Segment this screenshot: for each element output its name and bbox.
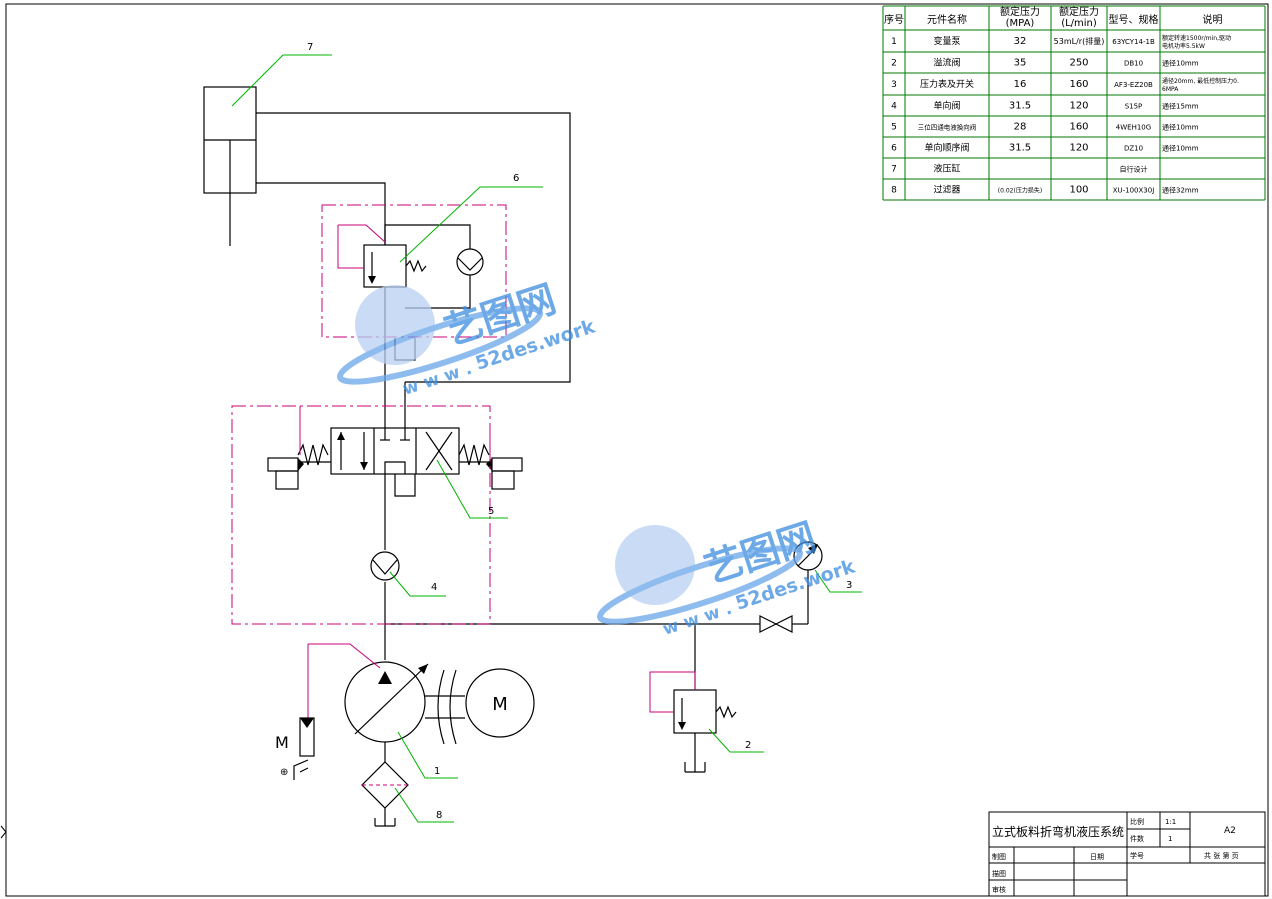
check-valve xyxy=(370,551,400,581)
traced-label: 描图 xyxy=(992,869,1006,878)
bom-cell: 三位四通电液换向阀 xyxy=(918,123,977,132)
qty-value: 1 xyxy=(1168,835,1172,843)
bom-cell: 变量泵 xyxy=(933,35,960,47)
watermark-1: 艺图网 w w w . 52des.work xyxy=(336,276,598,400)
title-block: 立式板料折弯机液压系统 比例 1:1 件数 1 A2 学号 共 张 第 页 制图… xyxy=(988,811,1266,897)
draw-no-label: 学号 xyxy=(1130,851,1144,860)
bom-cell: 1 xyxy=(891,37,897,47)
bom-cell: XU-100X30J xyxy=(1113,187,1155,195)
scale-value: 1:1 xyxy=(1165,818,1176,826)
drawn-label: 制图 xyxy=(992,852,1006,861)
motor-symbol: M ⊕ xyxy=(275,733,309,780)
bom-cell: 5 xyxy=(891,123,897,133)
bom-cell: 4WEH10G xyxy=(1116,124,1151,132)
electric-motor: M xyxy=(465,668,535,738)
bom-cell: 2 xyxy=(891,59,897,69)
bom-cell: 35 xyxy=(1014,58,1027,69)
pipe-lines xyxy=(256,112,809,826)
pressure-gauge xyxy=(759,541,823,633)
variable-pump xyxy=(299,643,465,757)
hydraulic-cylinder xyxy=(203,86,257,246)
bom-cell: S15P xyxy=(1125,103,1143,111)
callout-2: 2 xyxy=(745,740,751,751)
filter xyxy=(361,761,409,827)
bom-cell: 通径15mm xyxy=(1162,102,1199,111)
bom-cell: 3 xyxy=(891,80,897,90)
date-label: 日期 xyxy=(1090,853,1104,861)
callout-5: 5 xyxy=(488,506,494,517)
checked-label: 审核 xyxy=(992,885,1006,894)
bom-header: 额定压力(MPA) xyxy=(1000,5,1040,29)
bom-header: 型号、规格 xyxy=(1109,13,1159,26)
svg-text:⊕: ⊕ xyxy=(280,767,288,778)
callout-6: 6 xyxy=(513,173,519,184)
bom-cell: 28 xyxy=(1014,122,1027,133)
callout-7: 7 xyxy=(307,42,313,53)
bom-cell: 单向阀 xyxy=(933,100,960,112)
watermark-2: 艺图网 w w w . 52des.work xyxy=(596,514,858,640)
bom-cell: 32 xyxy=(1014,36,1027,47)
bom-header: 说明 xyxy=(1203,13,1223,26)
bom-cell: 31.5 xyxy=(1009,143,1031,154)
scale-label: 比例 xyxy=(1130,817,1144,826)
bom-cell: 100 xyxy=(1069,185,1088,196)
bom-cell: 7 xyxy=(891,165,897,175)
bom-cell: 通径10mm xyxy=(1162,123,1199,132)
bom-cell: DZ10 xyxy=(1124,145,1143,153)
bom-cell: 53mL/r(排量) xyxy=(1054,36,1105,46)
bom-cell: 4 xyxy=(891,102,897,112)
callout-8: 8 xyxy=(436,810,442,821)
bom-cell: 250 xyxy=(1069,58,1088,69)
callout-leaders: 7 6 5 4 3 2 1 8 xyxy=(231,42,862,823)
bom-cell: AF3-EZ20B xyxy=(1114,81,1153,89)
bom-cell: 6 xyxy=(891,144,897,154)
bom-cell: 额定转速1500r/min,驱动电机功率5.5kW xyxy=(1162,34,1231,50)
callout-3: 3 xyxy=(846,580,852,591)
bom-cell: 120 xyxy=(1069,143,1088,154)
bom-cell: DB10 xyxy=(1124,60,1143,68)
callout-4: 4 xyxy=(431,582,437,593)
bom-cell: 液压缸 xyxy=(933,163,960,175)
bom-cell: 8 xyxy=(891,186,897,196)
bom-cell: 压力表及开关 xyxy=(920,78,974,90)
sheet-size: A2 xyxy=(1224,826,1236,836)
bom-cell: 120 xyxy=(1069,101,1088,112)
drawing-border xyxy=(5,3,1269,897)
bom-cell: 63YCY14-1B xyxy=(1112,38,1155,46)
bom-cell: 160 xyxy=(1069,79,1088,90)
drawing-title: 立式板料折弯机液压系统 xyxy=(992,824,1124,839)
electric-motor-label: M xyxy=(492,694,508,715)
pages-text: 共 张 第 页 xyxy=(1204,851,1239,860)
bom-cell: 31.5 xyxy=(1009,101,1031,112)
centering-mark xyxy=(0,825,7,839)
bom-cell: 160 xyxy=(1069,122,1088,133)
three-position-four-way-valve xyxy=(231,405,523,625)
bom-cell: 通径32mm xyxy=(1162,186,1199,195)
callout-1: 1 xyxy=(434,766,440,777)
bom-cell: 通径10mm xyxy=(1162,144,1199,153)
relief-valve xyxy=(649,671,737,773)
bom-cell: 16 xyxy=(1014,79,1027,90)
bom-cell: 过滤器 xyxy=(933,184,960,196)
bom-cell: 通径20mm, 最低控制压力0.6MPA xyxy=(1162,77,1239,93)
bom-header: 额定压力(L/min) xyxy=(1059,5,1099,29)
motor-label: M xyxy=(275,733,289,752)
bom-header: 序号 xyxy=(884,13,904,26)
bom-cell: 溢流阀 xyxy=(933,57,960,69)
bom-header: 元件名称 xyxy=(927,13,967,26)
bom-cell: 自行设计 xyxy=(1120,165,1148,174)
bom-cell: (0.02(压力损失) xyxy=(998,187,1042,195)
bom-cell: 通径10mm xyxy=(1162,59,1199,68)
qty-label: 件数 xyxy=(1130,834,1144,843)
bom-cell: 单向顺序阀 xyxy=(924,142,969,154)
